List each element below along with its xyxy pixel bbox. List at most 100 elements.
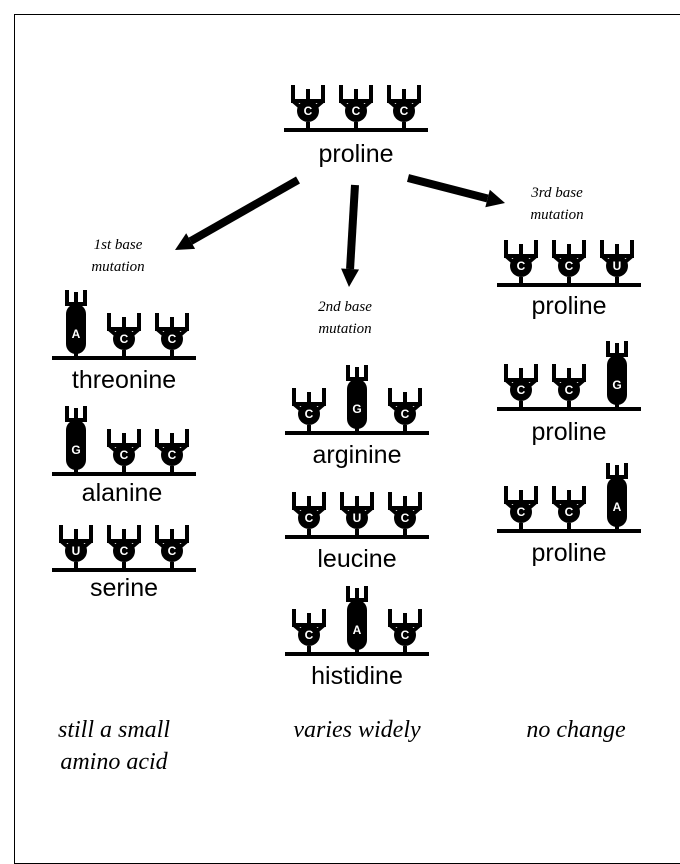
base-c: C (504, 364, 538, 407)
root-amino-acid-label: proline (318, 140, 394, 168)
base-letter: C (565, 505, 574, 519)
base-c: C (107, 525, 141, 568)
backbone-line (285, 535, 429, 539)
base-letter: G (71, 443, 80, 457)
third-base-summary: no change (526, 717, 626, 743)
arrow-first-base (175, 176, 300, 250)
base-c: C (552, 240, 586, 283)
base-c: C (107, 429, 141, 472)
alanine-label: alanine (81, 479, 163, 507)
leucine-label: leucine (317, 545, 397, 573)
second-base-summary: varies widely (293, 717, 421, 743)
base-c: C (388, 492, 422, 535)
base-g: G (606, 341, 628, 407)
backbone-line (497, 283, 641, 287)
base-letter: C (168, 448, 177, 462)
base-c: C (292, 388, 326, 431)
backbone-line (497, 529, 641, 533)
base-c: C (155, 429, 189, 472)
base-letter: C (352, 104, 361, 118)
base-letter: C (565, 383, 574, 397)
base-c: C (291, 85, 325, 128)
base-a: A (65, 290, 87, 356)
base-c: C (292, 492, 326, 535)
base-c: C (388, 388, 422, 431)
base-letter: U (72, 544, 81, 558)
base-letter: C (304, 104, 313, 118)
base-g: G (346, 365, 368, 431)
base-letter: C (120, 332, 129, 346)
base-c: C (388, 609, 422, 652)
base-a: A (606, 463, 628, 529)
base-letter: C (401, 407, 410, 421)
base-letter: C (120, 544, 129, 558)
base-letter: C (400, 104, 409, 118)
base-c: C (387, 85, 421, 128)
base-c: C (155, 313, 189, 356)
backbone-line (52, 568, 196, 572)
proline-third-a-label: proline (531, 292, 607, 320)
base-letter: C (517, 383, 526, 397)
base-a: A (346, 586, 368, 652)
base-letter: U (613, 259, 622, 273)
base-letter: C (401, 511, 410, 525)
base-letter: C (305, 511, 314, 525)
base-letter: A (72, 327, 81, 341)
base-u: U (600, 240, 634, 283)
base-c: C (504, 240, 538, 283)
backbone-line (497, 407, 641, 411)
proline-third-c-label: proline (531, 539, 607, 567)
base-letter: C (305, 628, 314, 642)
base-letter: U (353, 511, 362, 525)
diagram-canvas: C C C A C C G C C U C C C G C C U C C A C C C U C C G C C A (52, 85, 641, 656)
backbone-line (284, 128, 428, 132)
base-g: G (65, 406, 87, 472)
base-c: C (292, 609, 326, 652)
base-letter: A (353, 623, 362, 637)
base-c: C (552, 364, 586, 407)
base-letter: G (352, 402, 361, 416)
arrow-second-base (341, 184, 360, 287)
backbone-line (52, 472, 196, 476)
base-c: C (107, 313, 141, 356)
base-u: U (59, 525, 93, 568)
codon-mutation-diagram: C C C A C C G C C U C C C G C C U C C A C C C U C C G C C A proline 1… (14, 14, 680, 864)
base-letter: G (612, 378, 621, 392)
base-letter: C (305, 407, 314, 421)
base-c: C (504, 486, 538, 529)
arginine-label: arginine (312, 441, 402, 469)
backbone-line (285, 431, 429, 435)
proline-third-b-label: proline (531, 418, 607, 446)
backbone-line (285, 652, 429, 656)
base-letter: C (517, 505, 526, 519)
base-letter: C (168, 332, 177, 346)
base-letter: C (565, 259, 574, 273)
base-letter: C (517, 259, 526, 273)
base-letter: C (120, 448, 129, 462)
base-u: U (340, 492, 374, 535)
threonine-label: threonine (71, 366, 177, 394)
base-letter: A (613, 500, 622, 514)
base-letter: C (401, 628, 410, 642)
base-c: C (339, 85, 373, 128)
backbone-line (52, 356, 196, 360)
base-c: C (155, 525, 189, 568)
base-letter: C (168, 544, 177, 558)
serine-label: serine (89, 574, 159, 602)
arrow-third-base (407, 174, 505, 208)
histidine-label: histidine (311, 662, 403, 690)
